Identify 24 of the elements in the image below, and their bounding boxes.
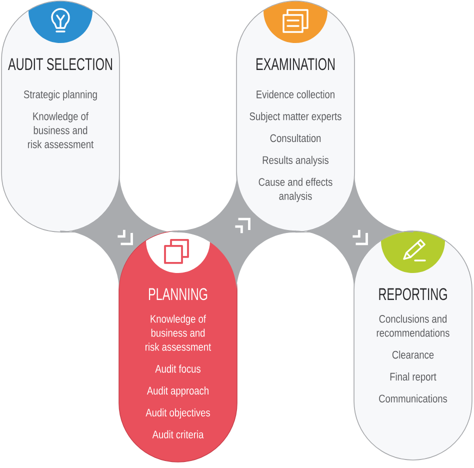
step-item: Evidence collection bbox=[256, 90, 334, 98]
step-item: Strategic planning bbox=[24, 90, 97, 100]
stage-card bbox=[236, 0, 355, 232]
step-item: Audit criteria bbox=[152, 430, 204, 438]
step-item: Consultation bbox=[270, 134, 321, 142]
step-heading: PLANNING bbox=[149, 288, 208, 300]
step-item: Subject matter experts bbox=[250, 112, 342, 122]
step-item: Knowledge of business and risk assessment bbox=[146, 314, 212, 351]
step-item: Communications bbox=[379, 394, 448, 402]
step-item: Results analysis bbox=[262, 156, 329, 166]
step-item: Audit objectives bbox=[146, 408, 210, 419]
step-item: Clearance bbox=[392, 350, 434, 359]
stage-card bbox=[118, 230, 238, 462]
step-heading: EXAMINATION bbox=[256, 58, 335, 70]
step-item: Final report bbox=[390, 372, 436, 383]
step-item: Audit approach bbox=[146, 386, 208, 397]
step-item: Cause and effects analysis bbox=[258, 178, 332, 202]
stage-card bbox=[354, 230, 472, 460]
step-item: Audit focus bbox=[155, 364, 200, 373]
step-heading: REPORTING bbox=[379, 288, 447, 300]
stage-card bbox=[1, 0, 120, 232]
step-item: Conclusions and recommendations bbox=[376, 314, 450, 337]
step-item: Knowledge of business and risk assessment bbox=[28, 112, 94, 148]
step-heading: AUDIT SELECTION bbox=[8, 58, 112, 70]
